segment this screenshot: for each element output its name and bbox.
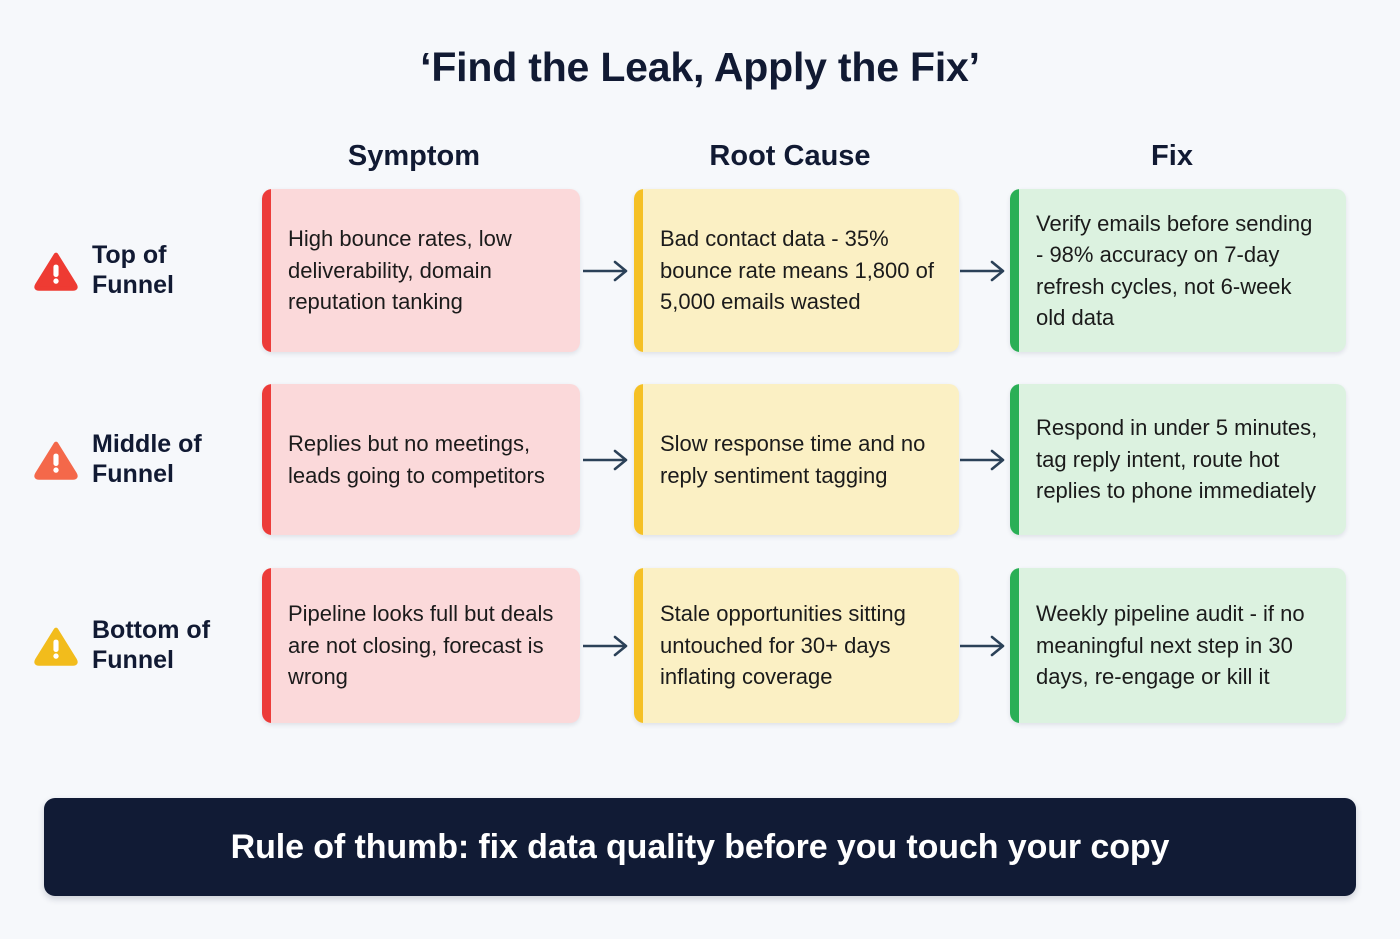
page-title: ‘Find the Leak, Apply the Fix’	[420, 44, 980, 90]
arrow-right-icon	[583, 260, 628, 281]
table-row: Bottom of Funnel Pipeline looks full but…	[0, 568, 1400, 723]
fix-card: Weekly pipeline audit - if no meaningful…	[1010, 568, 1346, 723]
card-accent-bar	[262, 568, 271, 723]
symptom-text: High bounce rates, low deliverability, d…	[288, 226, 512, 315]
arrow-right-icon	[960, 635, 1005, 656]
symptom-card: High bounce rates, low deliverability, d…	[262, 189, 580, 352]
funnel-rows: Top of Funnel High bounce rates, low del…	[0, 189, 1400, 723]
card-accent-bar	[634, 568, 643, 723]
row-label-middle-of-funnel: Middle of Funnel	[34, 384, 252, 535]
column-header-fix: Fix	[1151, 140, 1193, 172]
column-header-symptom: Symptom	[347, 140, 481, 172]
arrow-right-icon	[960, 260, 1005, 281]
root-cause-text: Slow response time and no reply sentimen…	[660, 431, 926, 488]
row-label-text: Top of Funnel	[92, 241, 174, 299]
card-accent-bar	[634, 189, 643, 352]
root-cause-card: Stale opportunities sitting untouched fo…	[634, 568, 959, 723]
arrow-right-icon	[583, 449, 628, 470]
table-row: Middle of Funnel Replies but no meetings…	[0, 384, 1400, 535]
root-cause-card: Bad contact data - 35% bounce rate means…	[634, 189, 959, 352]
root-cause-text: Stale opportunities sitting untouched fo…	[660, 601, 906, 690]
fix-text: Weekly pipeline audit - if no meaningful…	[1036, 601, 1305, 690]
root-cause-text: Bad contact data - 35% bounce rate means…	[660, 226, 934, 315]
warning-triangle-icon	[34, 627, 78, 666]
column-headers: Symptom Root Cause Fix	[0, 140, 1400, 183]
card-accent-bar	[262, 189, 271, 352]
card-accent-bar	[1010, 568, 1019, 723]
symptom-text: Replies but no meetings, leads going to …	[288, 431, 545, 488]
fix-card: Verify emails before sending - 98% accur…	[1010, 189, 1346, 352]
root-cause-card: Slow response time and no reply sentimen…	[634, 384, 959, 535]
row-label-text: Middle of Funnel	[92, 430, 202, 488]
card-accent-bar	[634, 384, 643, 535]
fix-card: Respond in under 5 minutes, tag reply in…	[1010, 384, 1346, 535]
symptom-card: Pipeline looks full but deals are not cl…	[262, 568, 580, 723]
rule-of-thumb-text: Rule of thumb: fix data quality before y…	[230, 827, 1170, 866]
symptom-text: Pipeline looks full but deals are not cl…	[288, 601, 554, 690]
symptom-card: Replies but no meetings, leads going to …	[262, 384, 580, 535]
row-label-bottom-of-funnel: Bottom of Funnel	[34, 568, 252, 723]
arrow-right-icon	[583, 635, 628, 656]
row-label-text: Bottom of Funnel	[92, 616, 211, 674]
table-row: Top of Funnel High bounce rates, low del…	[0, 189, 1400, 352]
fix-text: Respond in under 5 minutes, tag reply in…	[1036, 415, 1318, 504]
column-header-root-cause: Root Cause	[709, 140, 871, 172]
fix-text: Verify emails before sending - 98% accur…	[1036, 210, 1313, 330]
row-label-top-of-funnel: Top of Funnel	[34, 189, 252, 352]
warning-triangle-icon	[34, 441, 78, 480]
warning-triangle-icon	[34, 252, 78, 291]
arrow-right-icon	[960, 449, 1005, 470]
card-accent-bar	[1010, 384, 1019, 535]
rule-of-thumb-banner: Rule of thumb: fix data quality before y…	[44, 798, 1356, 896]
card-accent-bar	[262, 384, 271, 535]
card-accent-bar	[1010, 189, 1019, 352]
